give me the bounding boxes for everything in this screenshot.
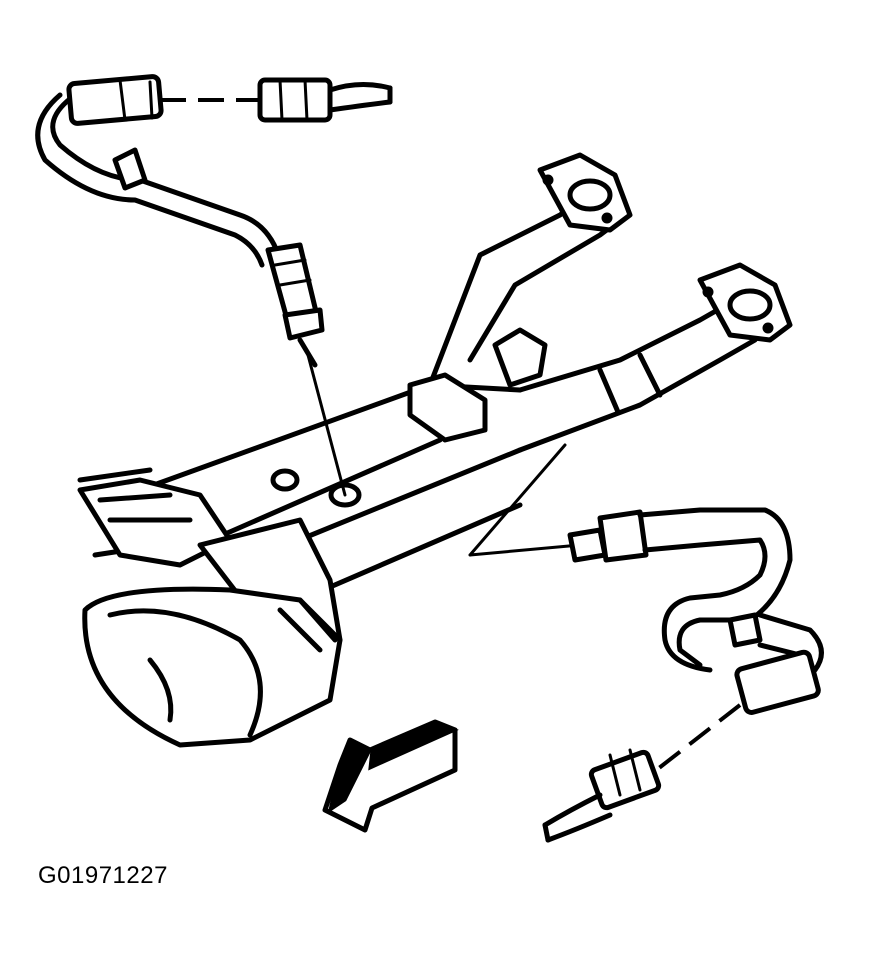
upper-connector-harness [160,77,393,123]
catalytic-converter [77,477,343,748]
lower-oxygen-sensor [468,443,824,715]
figure-code: G01971227 [38,862,168,889]
exhaust-pipe-assembly [77,152,793,603]
front-direction-arrow-icon [322,719,459,833]
lower-connector-harness [542,703,742,843]
upper-oxygen-sensor [35,74,347,497]
